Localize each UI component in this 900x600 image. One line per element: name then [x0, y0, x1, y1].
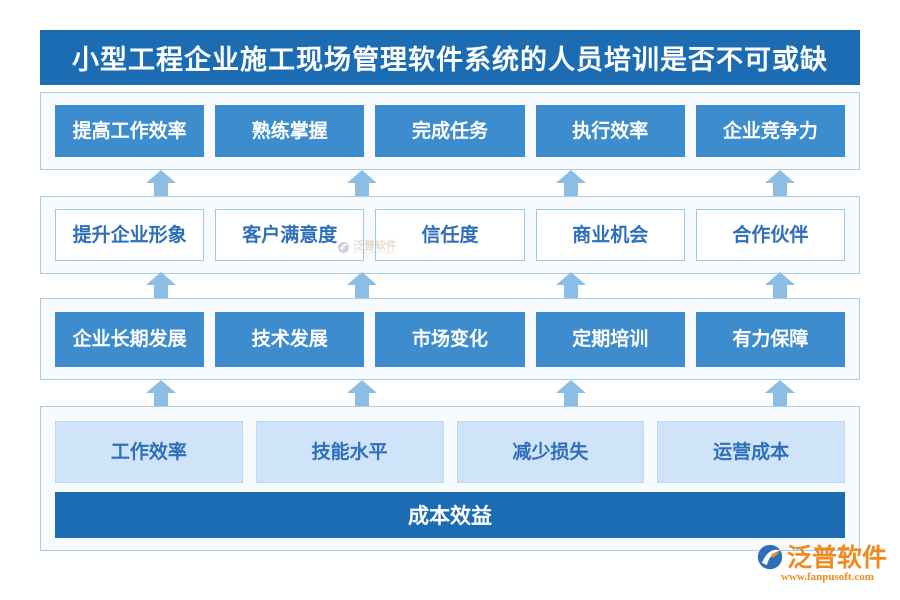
- tier-1-cells: 提高工作效率 熟练掌握 完成任务 执行效率 企业竞争力: [41, 93, 859, 169]
- node-tier3-2[interactable]: 技术发展: [215, 311, 365, 367]
- node-tier4-1[interactable]: 工作效率: [55, 421, 243, 483]
- diagram-title-bar: 小型工程企业施工现场管理软件系统的人员培训是否不可或缺: [40, 30, 860, 85]
- arrow-up-icon-g3-4: [764, 378, 796, 410]
- diagram-title: 小型工程企业施工现场管理软件系统的人员培训是否不可或缺: [72, 45, 828, 76]
- node-tier2-1[interactable]: 提升企业形象: [55, 209, 205, 261]
- node-tier1-2[interactable]: 熟练掌握: [215, 105, 365, 157]
- brand-logo-row: 泛普软件: [757, 544, 897, 570]
- node-tier3-1[interactable]: 企业长期发展: [55, 311, 205, 367]
- tier-1-container: 提高工作效率 熟练掌握 完成任务 执行效率 企业竞争力: [40, 92, 860, 170]
- tier-4-container: 工作效率 技能水平 减少损失 运营成本 成本效益: [40, 406, 860, 551]
- arrow-up-icon-g1-1: [145, 168, 177, 200]
- brand-logo: 泛普软件 www.fanpusoft.com: [757, 544, 897, 590]
- node-tier4-2[interactable]: 技能水平: [255, 421, 444, 483]
- arrow-up-icon-g2-3: [555, 270, 587, 302]
- node-tier2-2[interactable]: 客户满意度: [215, 209, 365, 261]
- arrow-up-icon-g2-1: [145, 270, 177, 302]
- node-tier3-3[interactable]: 市场变化: [375, 311, 525, 367]
- node-tier1-4[interactable]: 执行效率: [535, 105, 685, 157]
- arrow-up-icon-g3-3: [555, 378, 587, 410]
- tier-2-container: 提升企业形象 客户满意度 信任度 商业机会 合作伙伴: [40, 196, 860, 274]
- tier-4-cells: 工作效率 技能水平 减少损失 运营成本: [41, 407, 859, 550]
- arrow-up-icon-g1-4: [764, 168, 796, 200]
- arrow-up-icon-g2-4: [764, 270, 796, 302]
- brand-name: 泛普软件: [787, 542, 888, 572]
- node-tier4-3[interactable]: 减少损失: [456, 421, 645, 483]
- node-tier1-3[interactable]: 完成任务: [375, 105, 525, 157]
- arrow-up-icon-g3-2: [346, 378, 378, 410]
- tier-3-cells: 企业长期发展 技术发展 市场变化 定期培训 有力保障: [41, 299, 859, 379]
- node-tier2-4[interactable]: 商业机会: [535, 209, 685, 261]
- arrow-up-icon-g2-2: [346, 270, 378, 302]
- node-tier3-4[interactable]: 定期培训: [535, 311, 685, 367]
- footer-summary-bar: 成本效益: [55, 492, 845, 538]
- tier-3-container: 企业长期发展 技术发展 市场变化 定期培训 有力保障: [40, 298, 860, 380]
- node-tier4-4[interactable]: 运营成本: [657, 421, 845, 483]
- brand-url: www.fanpusoft.com: [781, 571, 874, 583]
- node-tier1-1[interactable]: 提高工作效率: [55, 105, 205, 157]
- node-tier1-5[interactable]: 企业竞争力: [695, 105, 846, 157]
- node-tier2-5[interactable]: 合作伙伴: [695, 209, 846, 261]
- fanpu-swoosh-icon: [757, 544, 783, 570]
- tier-2-cells: 提升企业形象 客户满意度 信任度 商业机会 合作伙伴: [41, 197, 859, 273]
- arrow-up-icon-g1-3: [555, 168, 587, 200]
- arrow-up-icon-g3-1: [145, 378, 177, 410]
- node-tier3-5[interactable]: 有力保障: [695, 311, 846, 367]
- arrow-up-icon-g1-2: [346, 168, 378, 200]
- node-tier2-3[interactable]: 信任度: [375, 209, 525, 261]
